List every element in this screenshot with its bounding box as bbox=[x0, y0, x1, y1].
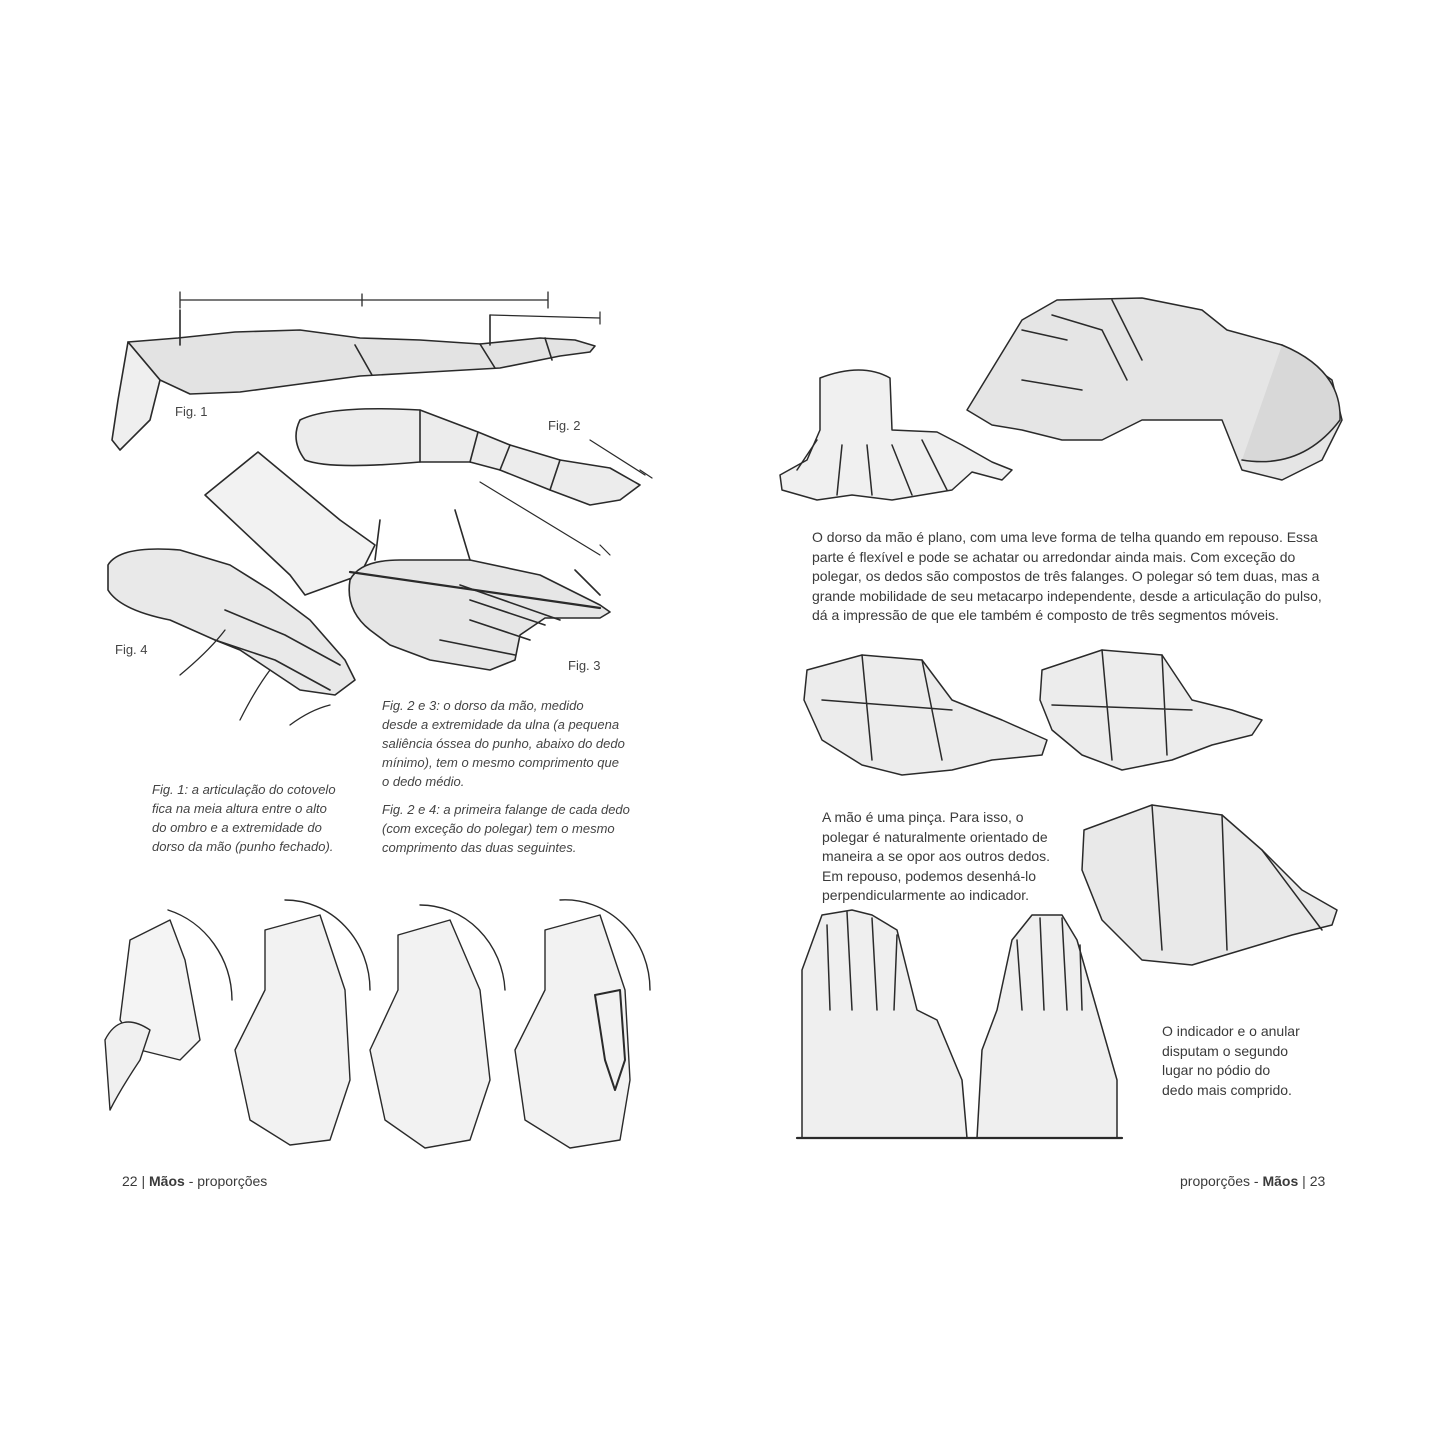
caption-line: saliência óssea do punho, abaixo do dedo bbox=[382, 736, 625, 751]
caption-line: Fig. 2 e 4: a primeira falange de cada d… bbox=[382, 802, 630, 817]
pinch-hand-3-sketch bbox=[1081, 804, 1338, 966]
caption-line: comprimento das duas seguintes. bbox=[382, 840, 577, 855]
caption-line: do ombro e a extremidade do bbox=[152, 820, 322, 835]
fig4-label: Fig. 4 bbox=[115, 642, 148, 657]
caption-line: o dedo médio. bbox=[382, 774, 465, 789]
folio-separator: | bbox=[1302, 1173, 1306, 1189]
paragraph-line: dá a impressão de que ele também é compo… bbox=[812, 607, 1279, 623]
caption-line: Fig. 2 e 3: o dorso da mão, medido bbox=[382, 698, 584, 713]
flat-hand-sketch bbox=[779, 369, 1013, 501]
paragraph-line: O indicador e o anular bbox=[1162, 1023, 1300, 1039]
fig1-label: Fig. 1 bbox=[175, 404, 208, 419]
caption-line: dorso da mão (punho fechado). bbox=[152, 839, 334, 854]
caption-fig-2-3: Fig. 2 e 3: o dorso da mão, medido desde… bbox=[382, 696, 682, 791]
caption-line: (com exceção do polegar) tem o mesmo bbox=[382, 821, 615, 836]
paragraph-line: parte é flexível e pode se achatar ou ar… bbox=[812, 548, 1296, 565]
boxy-hand-sketch bbox=[966, 297, 1343, 481]
caption-fig-1: Fig. 1: a articulação do cotovelo fica n… bbox=[152, 780, 372, 856]
paragraph-line: O dorso da mão é plano, com uma leve for… bbox=[812, 529, 1318, 545]
right-folio: proporções - Mãos | 23 bbox=[1180, 1173, 1325, 1189]
right-page-illustrations bbox=[779, 297, 1343, 1140]
folio-separator: | bbox=[141, 1173, 146, 1189]
paragraph-line: lugar no pódio do bbox=[1162, 1062, 1271, 1078]
chapter-title: Mãos bbox=[149, 1173, 185, 1189]
caption-fig-2-4: Fig. 2 e 4: a primeira falange de cada d… bbox=[382, 800, 682, 857]
caption-line: desde a extremidade da ulna (a pequena bbox=[382, 717, 620, 732]
page-number: 23 bbox=[1309, 1173, 1326, 1189]
paragraph-line: perpendicularmente ao indicador. bbox=[822, 887, 1030, 903]
right-page: O dorso da mão é plano, com uma leve for… bbox=[722, 0, 1444, 1445]
page-number: 22 bbox=[122, 1173, 138, 1189]
left-page-illustrations bbox=[104, 291, 653, 1149]
paragraph-line: polegar, os dedos são compostos de três … bbox=[812, 568, 1320, 584]
paragraph-line: dedo mais comprido. bbox=[1162, 1081, 1292, 1098]
left-page: Fig. 1 Fig. 2 Fig. 3 Fig. 4 Fig. 2 e 3: … bbox=[0, 0, 722, 1445]
fig4-hand-sketch bbox=[107, 548, 356, 726]
paragraph-line: maneira a se opor aos outros dedos. bbox=[822, 848, 1051, 864]
paragraph-line: A mão é uma pinça. Para isso, o bbox=[822, 809, 1024, 825]
paragraph-line: polegar é naturalmente orientado de bbox=[822, 828, 1048, 845]
intro-paragraph: O dorso da mão é plano, com uma leve for… bbox=[812, 528, 1372, 626]
left-folio: 22 | Mãos - proporções bbox=[122, 1173, 267, 1189]
hand-sequence-sketch bbox=[104, 899, 651, 1149]
caption-line: Fig. 1: a articulação do cotovelo bbox=[152, 782, 336, 797]
paragraph-line: grande mobilidade de seu metacarpo indep… bbox=[812, 587, 1322, 604]
paragraph-line: Em repouso, podemos desenhá-lo bbox=[822, 867, 1037, 884]
fig3-label: Fig. 3 bbox=[568, 658, 601, 673]
fig3-hand-sketch bbox=[204, 451, 611, 671]
section-title: - proporções bbox=[188, 1173, 268, 1189]
section-title: proporções - bbox=[1180, 1173, 1259, 1189]
pinch-hand-2-sketch bbox=[1039, 649, 1263, 771]
chapter-title: Mãos bbox=[1262, 1173, 1299, 1189]
finger-length-paragraph: O indicador e o anular disputam o segund… bbox=[1162, 1022, 1332, 1100]
caption-line: fica na meia altura entre o alto bbox=[152, 801, 327, 816]
caption-line: mínimo), tem o mesmo comprimento que bbox=[382, 755, 619, 770]
pinch-hand-1-sketch bbox=[803, 654, 1048, 776]
hands-comparison-sketch bbox=[795, 909, 1124, 1140]
fig1-arm-sketch bbox=[111, 291, 601, 451]
fig2-label: Fig. 2 bbox=[548, 418, 581, 433]
pinch-paragraph: A mão é uma pinça. Para isso, o polegar … bbox=[822, 808, 1082, 906]
paragraph-line: disputam o segundo bbox=[1162, 1042, 1289, 1059]
fig2-hand-sketch bbox=[295, 407, 653, 556]
